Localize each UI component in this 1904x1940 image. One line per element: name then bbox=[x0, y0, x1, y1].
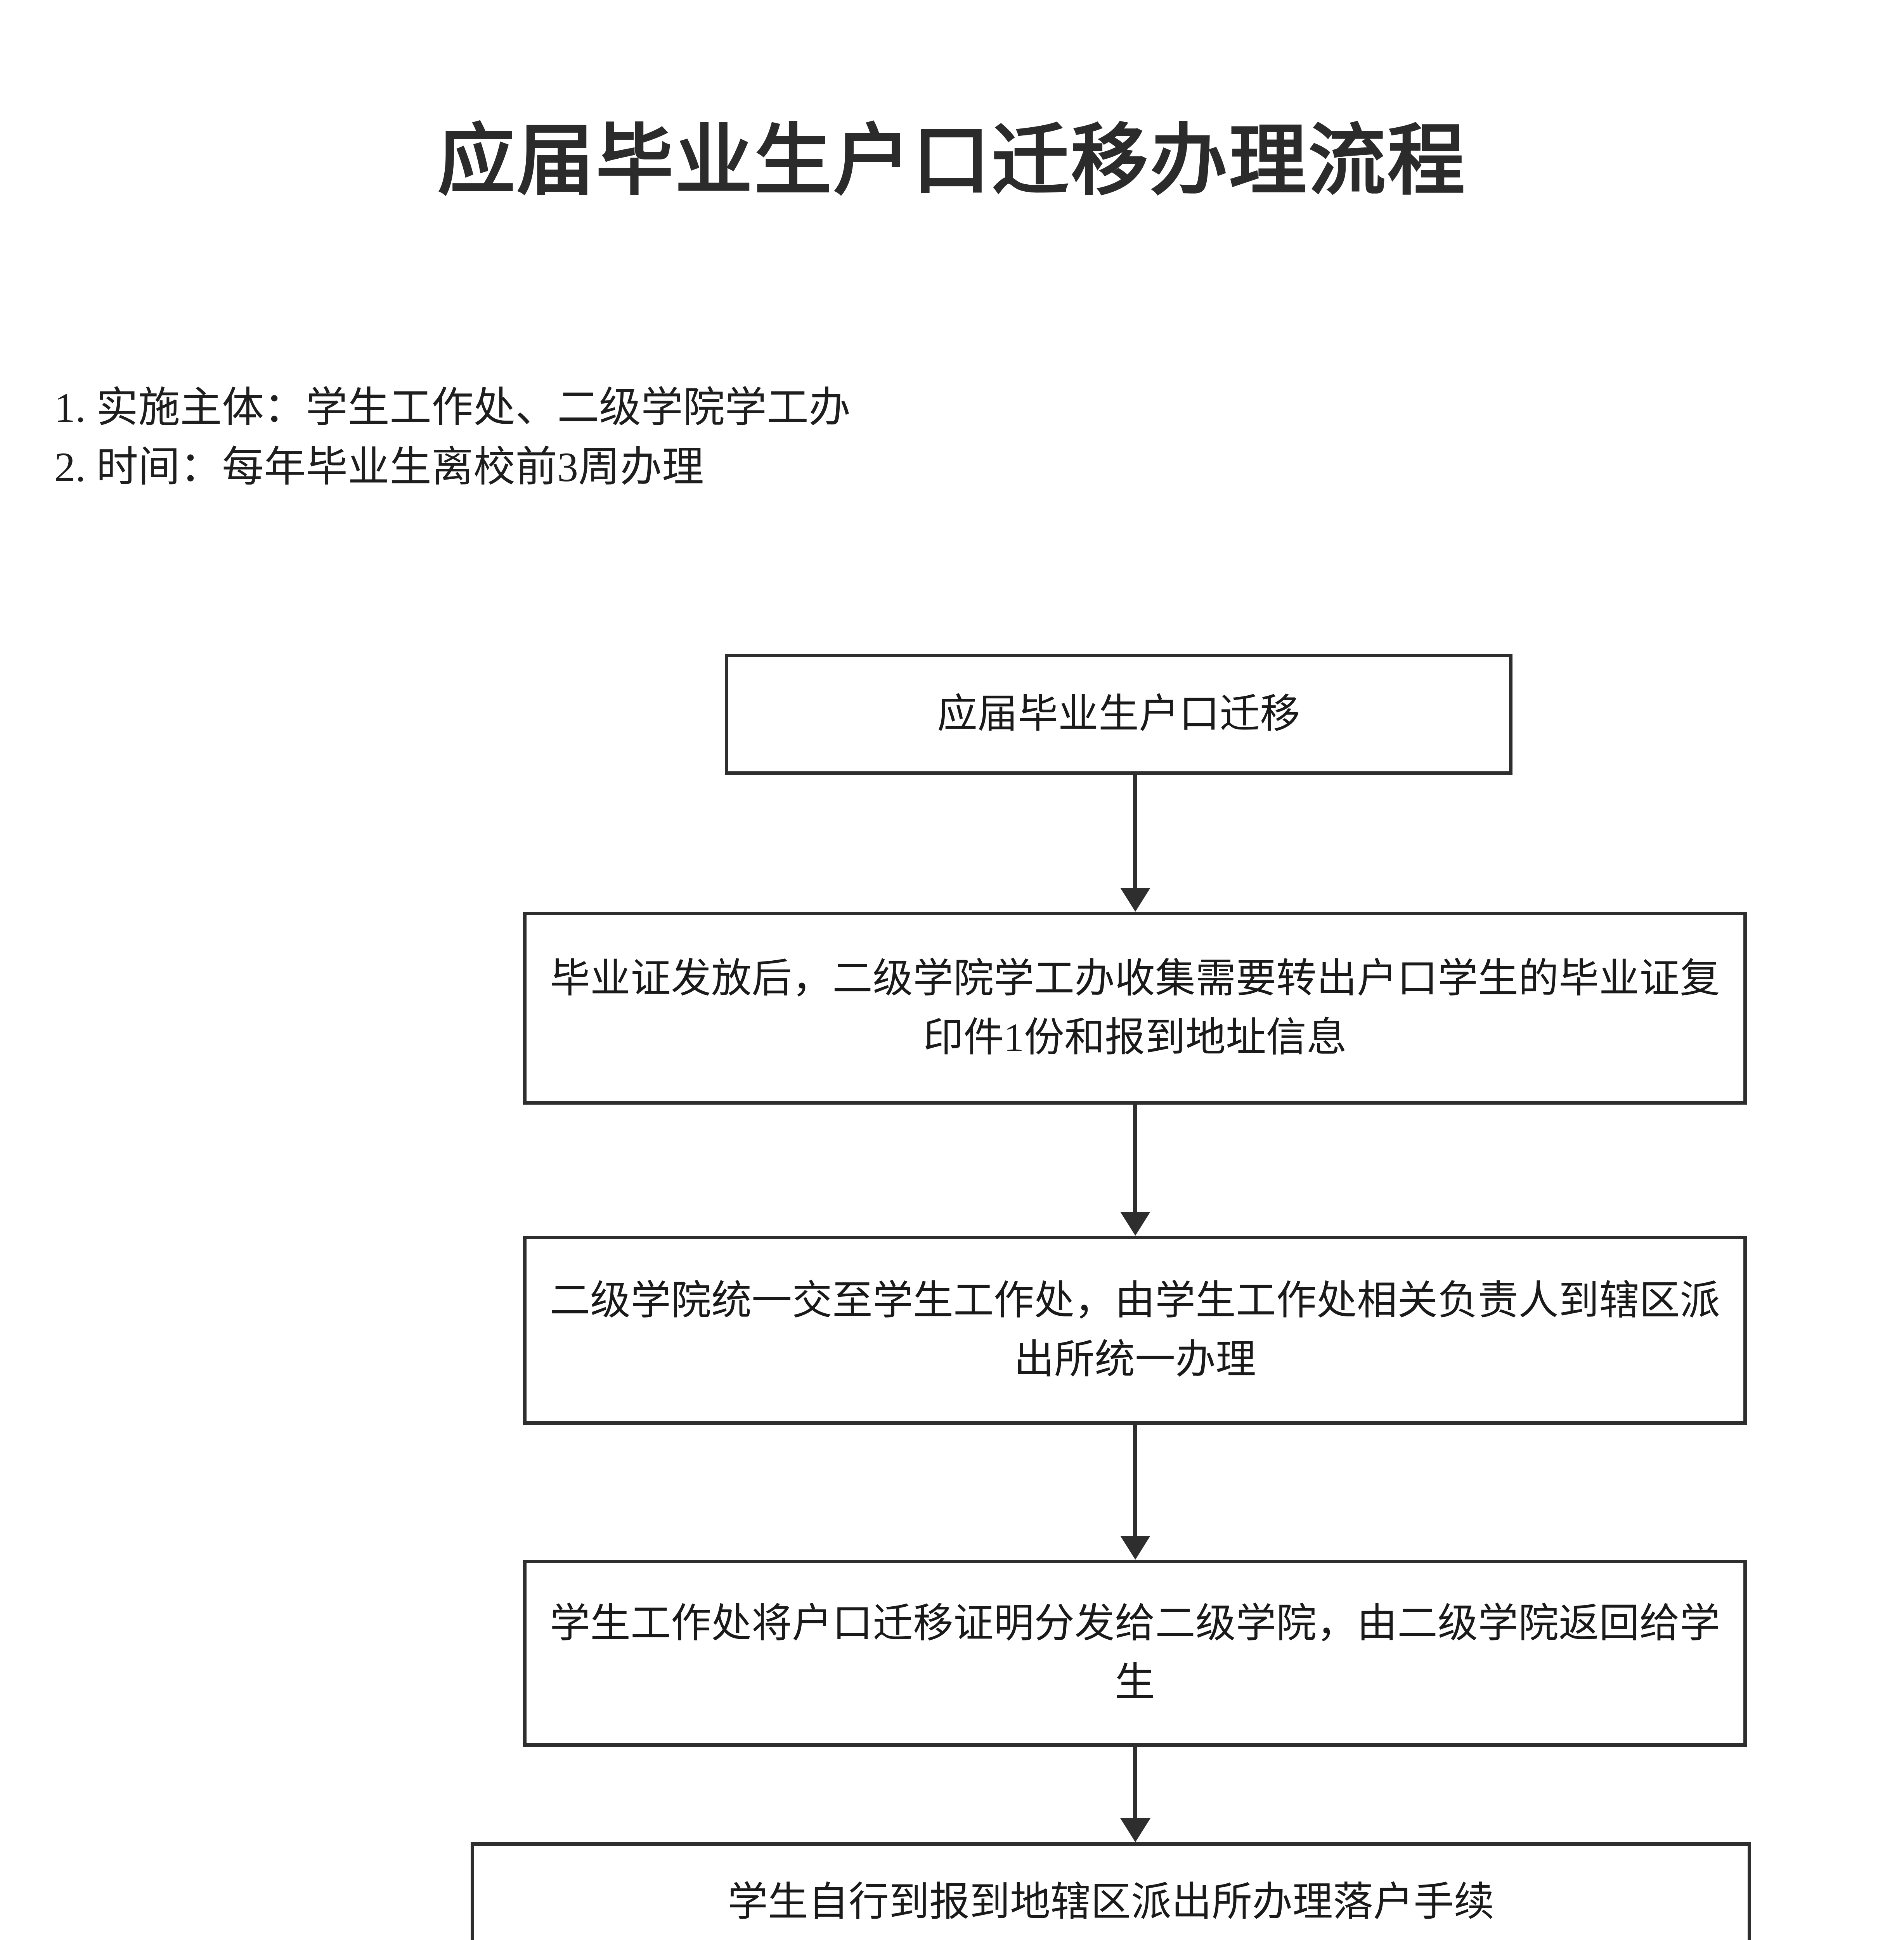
flow-edge-collect-to-submit bbox=[1133, 1104, 1137, 1212]
flow-node-start-label: 应届毕业生户口迁移 bbox=[937, 692, 1300, 737]
flow-node-start: 应届毕业生户口迁移 bbox=[725, 654, 1512, 775]
flow-node-submit: 二级学院统一交至学生工作处，由学生工作处相关负责人到辖区派出所统一办理 bbox=[523, 1236, 1747, 1425]
flow-node-final: 学生自行到报到地辖区派出所办理落户手续 bbox=[471, 1842, 1751, 1940]
metadata-line-timing: 2. 时间：每年毕业生离校前3周办理 bbox=[54, 444, 704, 491]
page-title: 应届毕业生户口迁移办理流程 bbox=[437, 116, 1467, 206]
flow-node-return-label: 学生工作处将户口迁移证明分发给二级学院，由二级学院返回给学生 bbox=[549, 1601, 1720, 1705]
process-metadata-list: 1. 实施主体：学生工作处、二级学院学工办 2. 时间：每年毕业生离校前3周办理 bbox=[54, 378, 1374, 497]
metadata-line-subject: 1. 实施主体：学生工作处、二级学院学工办 bbox=[54, 385, 851, 431]
flow-edge-start-to-collect bbox=[1133, 774, 1137, 889]
flow-node-submit-label: 二级学院统一交至学生工作处，由学生工作处相关负责人到辖区派出所统一办理 bbox=[549, 1278, 1720, 1382]
arrow-down-icon bbox=[1120, 888, 1150, 912]
flow-edge-return-to-final bbox=[1133, 1746, 1137, 1818]
flow-node-final-label: 学生自行到报到地辖区派出所办理落户手续 bbox=[727, 1880, 1494, 1925]
flow-node-collect-label: 毕业证发放后，二级学院学工办收集需要转出户口学生的毕业证复印件1份和报到地址信息 bbox=[549, 956, 1720, 1060]
arrow-down-icon bbox=[1120, 1818, 1150, 1842]
flow-edge-submit-to-return bbox=[1133, 1424, 1137, 1536]
arrow-down-icon bbox=[1120, 1212, 1150, 1236]
arrow-down-icon bbox=[1120, 1536, 1150, 1560]
flow-node-return: 学生工作处将户口迁移证明分发给二级学院，由二级学院返回给学生 bbox=[523, 1560, 1747, 1747]
flow-node-collect: 毕业证发放后，二级学院学工办收集需要转出户口学生的毕业证复印件1份和报到地址信息 bbox=[523, 912, 1747, 1105]
